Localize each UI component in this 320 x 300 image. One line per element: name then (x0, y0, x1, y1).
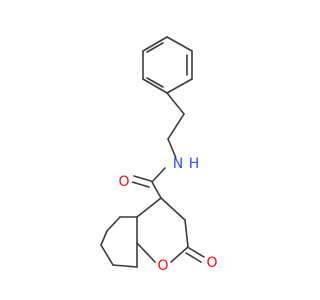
hydrogen-atom-label: H (189, 156, 200, 172)
bond (106, 216, 121, 232)
ketone-oxygen-atom-label: O (206, 255, 217, 271)
ethyl-linker (166, 92, 185, 159)
nitrogen-atom-label: N (173, 156, 183, 172)
amide-oxygen-atom-label: O (118, 174, 129, 190)
lactone-ring (136, 197, 205, 263)
bond (142, 78, 168, 94)
double-bond (185, 252, 202, 263)
bond (151, 167, 166, 183)
atom-labels: N H O O O (116, 156, 220, 274)
double-bond-inner (146, 42, 164, 53)
bond (160, 197, 186, 221)
cyclohexane-ring (100, 216, 138, 268)
bond (166, 92, 185, 115)
double-bond (133, 175, 152, 182)
double-bond (188, 247, 205, 258)
bond (142, 36, 168, 52)
bond (167, 138, 177, 159)
bond (100, 230, 108, 246)
bond (136, 242, 156, 263)
bond (184, 219, 189, 248)
double-bond-inner (146, 77, 164, 88)
bond (136, 197, 162, 218)
phenyl-ring (142, 36, 193, 94)
amide-group (131, 167, 166, 199)
double-bond (131, 181, 150, 188)
bond (112, 264, 138, 268)
ring-oxygen-atom-label: O (157, 258, 168, 274)
bond (151, 181, 162, 199)
bond (166, 78, 193, 94)
bond (170, 246, 189, 263)
bond (100, 244, 114, 266)
bond (166, 36, 193, 52)
chemical-structure-diagram: N H O O O (100, 36, 220, 274)
bond (167, 113, 185, 140)
